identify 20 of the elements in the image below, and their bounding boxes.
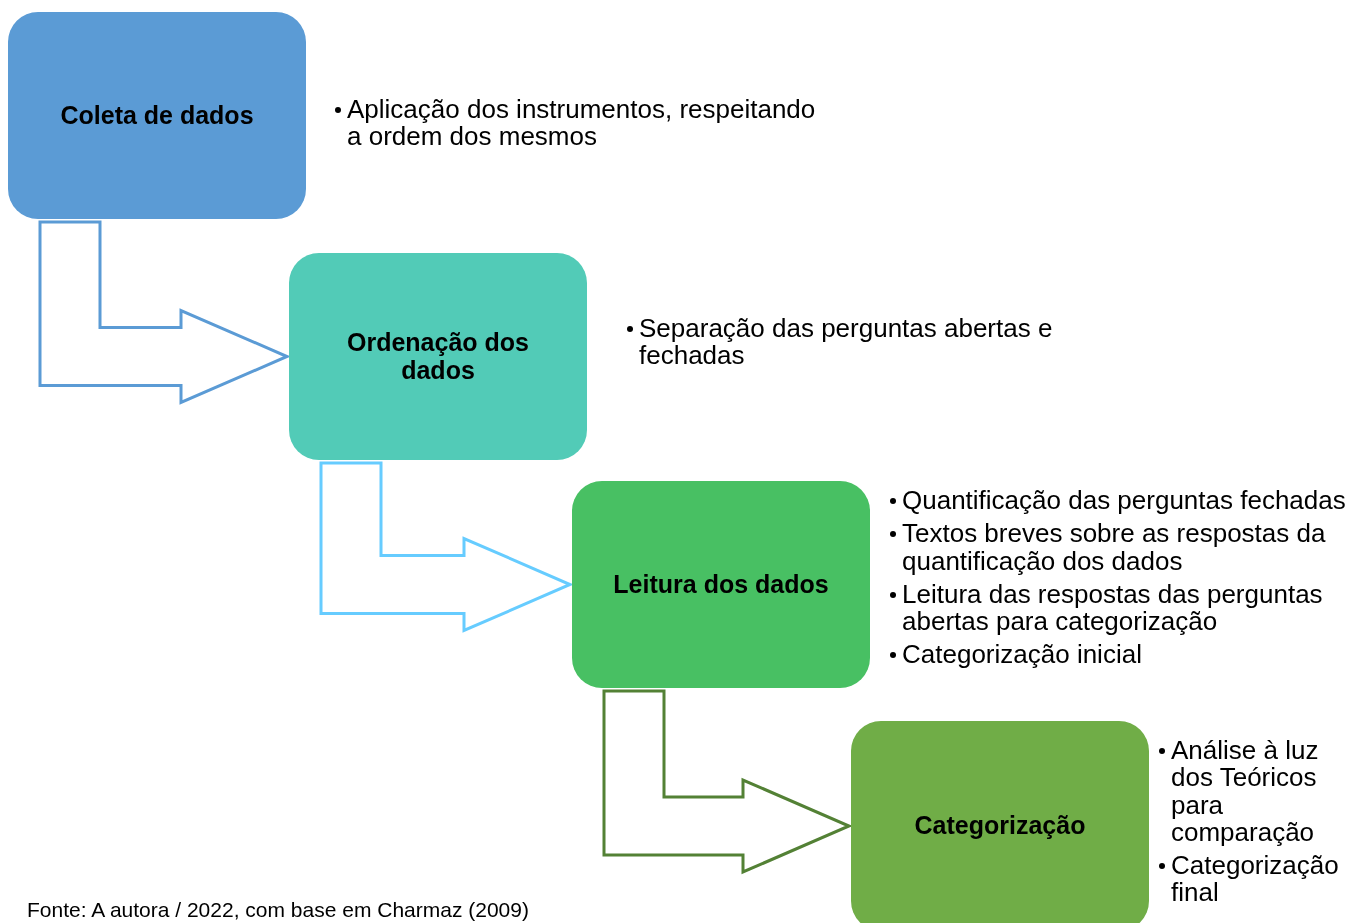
step-title: Categorização (914, 812, 1086, 840)
bent-arrow (38, 220, 291, 405)
bullet-text: Leitura das respostas das perguntas abertas para categorização (902, 578, 1323, 637)
process-box (289, 253, 587, 460)
step-title: Leitura dos dados (613, 570, 829, 599)
bullet-text: Textos breves sobre as respostas da quantificação dos dados (902, 518, 1326, 576)
step-title: Ordenação dos dados (346, 329, 530, 384)
bent-arrow (319, 461, 574, 633)
process-box (8, 12, 306, 219)
bullet-text: Categorização final (1171, 850, 1339, 908)
bullet-text: Categorização inicial (902, 639, 1142, 670)
bullet-text: Análise à luz dos Teóricos para comparação (1171, 735, 1319, 847)
process-box (572, 481, 870, 688)
bullet-text: Quantificação das perguntas fechadas (902, 485, 1346, 515)
bent-arrow (602, 689, 853, 875)
bullet-text: Aplicação dos instrumentos, respeitando a ordem dos mesmos (347, 94, 816, 152)
bullet-text: Separação das perguntas abertas e fechadas (639, 313, 1053, 371)
step-title: Coleta de dados (60, 101, 254, 130)
process-box (851, 721, 1149, 923)
source-caption: Fonte: A autora / 2022, com base em Charmaz (2009) (27, 898, 529, 922)
